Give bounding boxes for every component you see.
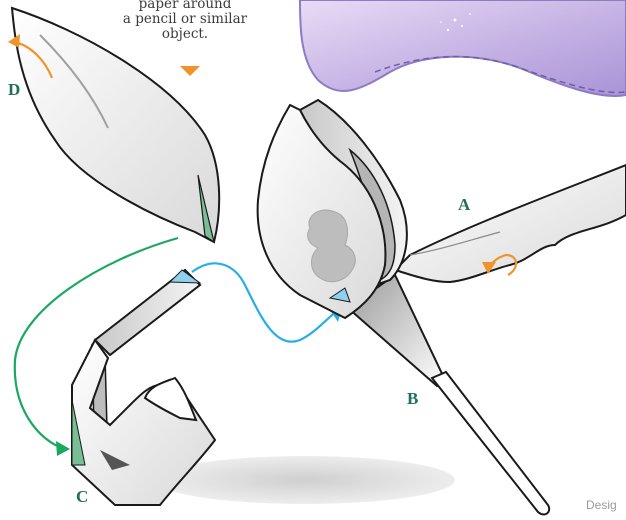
label-d: D	[8, 80, 20, 100]
step-d-petal	[12, 8, 219, 242]
instruction-pointer-icon	[180, 66, 200, 76]
label-b: B	[407, 389, 418, 409]
instruction-line: object.	[110, 27, 260, 42]
designer-credit: Desig	[586, 498, 617, 512]
instruction-text: paper around a pencil or similar object.	[110, 0, 260, 42]
label-c: C	[76, 487, 88, 507]
label-a: A	[458, 195, 470, 215]
purple-background-shape	[300, 0, 626, 96]
step-a-leaf	[395, 165, 626, 282]
instruction-line: a pencil or similar	[110, 12, 260, 27]
ground-shadow	[155, 456, 455, 504]
